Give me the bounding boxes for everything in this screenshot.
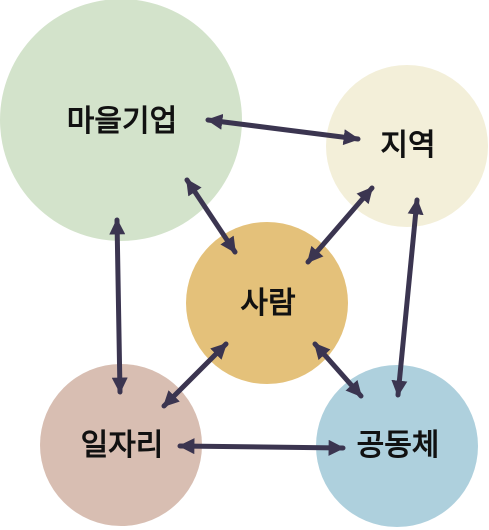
arrow-jobs-community (177, 438, 346, 456)
node-region-circle (326, 65, 488, 227)
node-jobs-circle (40, 364, 202, 526)
arrow-village-enterprise-jobs (109, 217, 128, 395)
node-label-community: 공동체 (357, 428, 440, 463)
node-label-village-enterprise: 마을기업 (67, 104, 177, 139)
arrow-region-community (391, 197, 424, 398)
arrow-people-jobs (161, 341, 229, 409)
node-community-circle (316, 365, 478, 527)
node-label-region: 지역 (380, 128, 435, 163)
arrow-region-people (305, 185, 375, 265)
node-labels: 마을기업 지역 사람 일자리 공동체 (67, 104, 440, 463)
node-label-people: 사람 (240, 286, 296, 321)
node-label-jobs: 일자리 (81, 428, 164, 463)
node-village-enterprise-circle (0, 0, 242, 241)
arrow-village-enterprise-people (184, 177, 238, 255)
arrow-people-community (312, 341, 364, 399)
arrow-village-enterprise-region (205, 113, 361, 146)
connector-arrows (109, 113, 424, 456)
